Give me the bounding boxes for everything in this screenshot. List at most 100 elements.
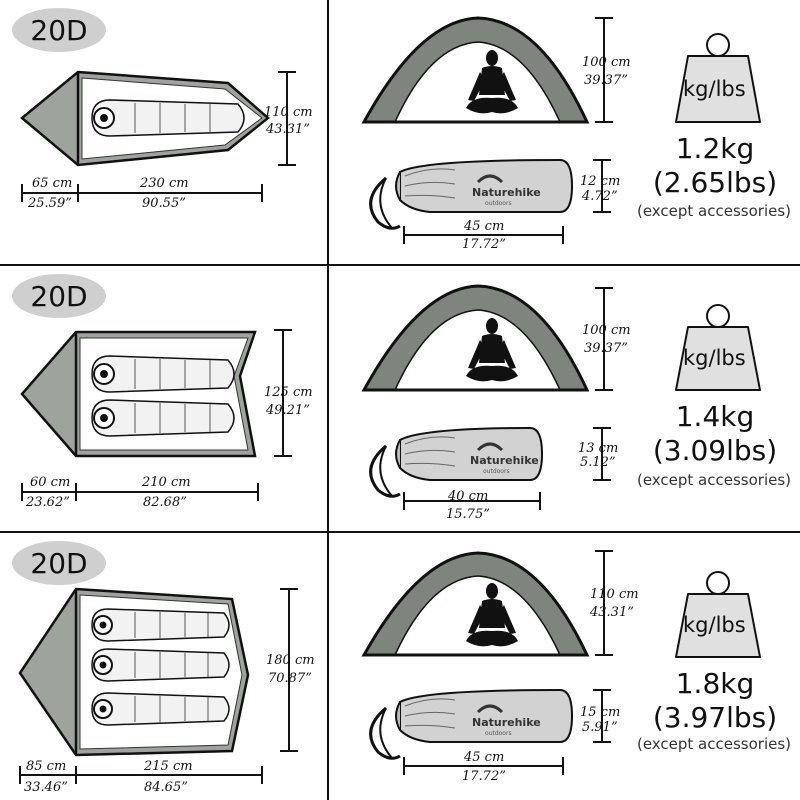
pack-length-in: 17.72” — [462, 237, 506, 252]
vestibule-depth-cm: 60 cm — [30, 475, 70, 490]
brand-logo-sub: outdoors — [483, 468, 510, 475]
floor-width-dimension — [278, 71, 296, 166]
pack-diameter-in: 5.12” — [580, 455, 616, 470]
vestibule-depth-in: 23.62” — [25, 495, 70, 510]
weight-lbs: (3.09lbs) — [652, 434, 778, 467]
weight-icon: kg/lbs — [675, 571, 761, 658]
row-1-drawings: 110 cm 43.31” 65 cm 25.59” 230 cm 90.55” — [20, 16, 761, 252]
floor-length-cm: 210 cm — [141, 475, 191, 490]
spec-row-1: 20D 110 cm 43.31” — [0, 0, 800, 266]
floor-length-cm: 230 cm — [139, 176, 189, 191]
sleeping-bag-icon — [91, 648, 230, 682]
vertical-divider — [327, 0, 329, 800]
sleeping-bag-icon — [91, 608, 230, 642]
weight-icon: kg/lbs — [675, 33, 761, 123]
floor-length-in: 84.65” — [144, 780, 188, 795]
vestibule-depth-in: 33.46” — [24, 780, 68, 795]
brand-logo-sub: outdoors — [485, 200, 512, 207]
tent-height-dimension — [595, 550, 613, 656]
sleeping-bag-icon — [91, 399, 235, 437]
pack-diameter-cm: 12 cm — [580, 174, 620, 189]
sleeping-bag-icon — [91, 355, 235, 393]
tent-height-dimension — [595, 287, 613, 391]
sleeping-bag-icon — [91, 692, 230, 726]
weight-lbs: (3.97lbs) — [652, 701, 778, 734]
pack-diameter-dimension — [593, 159, 611, 213]
pack-length-in: 15.75” — [446, 507, 490, 522]
pack-diameter-in: 4.72” — [581, 189, 618, 204]
vestibule-depth-cm: 65 cm — [32, 176, 72, 191]
floor-width-cm: 125 cm — [264, 385, 313, 400]
pack-length-cm: 45 cm — [463, 750, 504, 765]
floor-width-in: 49.21” — [265, 403, 310, 418]
meditating-person-icon — [466, 583, 518, 647]
pack-length-dimension — [403, 757, 564, 775]
weight-kg: 1.8kg — [675, 667, 755, 700]
tent-height-cm: 100 cm — [582, 55, 631, 70]
tent-floor-plan-icon — [20, 70, 270, 167]
row-divider-1 — [0, 264, 800, 266]
weight-note: (except accessories) — [636, 471, 792, 489]
spec-row-2: 20D — [0, 266, 800, 532]
weight-note: (except accessories) — [636, 202, 792, 220]
floor-width-in: 43.31” — [265, 122, 310, 137]
brand-logo: Naturehike — [472, 716, 541, 729]
weight-kg: 1.4kg — [675, 400, 755, 433]
brand-logo-sub: outdoors — [485, 730, 512, 737]
floor-length-in: 82.68” — [143, 495, 187, 510]
floor-width-cm: 110 cm — [264, 105, 313, 120]
row-divider-2 — [0, 531, 800, 533]
tent-height-in: 39.37” — [584, 341, 628, 356]
tent-floor-plan-icon — [18, 587, 250, 757]
floor-width-in: 70.87” — [268, 671, 312, 686]
weight-unit-label: kg/lbs — [683, 613, 746, 637]
meditating-person-icon — [466, 50, 518, 114]
floor-length-dimension — [21, 483, 259, 501]
pack-diameter-dimension — [593, 427, 611, 481]
tent-height-cm: 100 cm — [582, 323, 631, 338]
dome-tent-icon — [361, 16, 590, 124]
meditating-person-icon — [466, 318, 518, 382]
weight-unit-label: kg/lbs — [683, 77, 746, 101]
pack-diameter-cm: 13 cm — [578, 441, 618, 456]
stuff-sack-icon: Naturehike outdoors — [369, 158, 574, 230]
tent-floor-plan-icon — [20, 330, 257, 458]
floor-length-cm: 215 cm — [143, 759, 193, 774]
pack-length-in: 17.72” — [462, 769, 506, 784]
floor-width-dimension — [274, 329, 292, 457]
tent-height-in: 43.31” — [589, 605, 634, 620]
vestibule-depth-cm: 85 cm — [26, 759, 66, 774]
pack-diameter-in: 5.91” — [582, 720, 618, 735]
stuff-sack-icon: Naturehike outdoors — [369, 426, 544, 498]
row-3-drawings: 180 cm 70.87” 85 cm 33.46” 215 cm 84.65” — [18, 550, 761, 795]
floor-length-in: 90.55” — [142, 196, 186, 211]
fabric-badge: 20D — [12, 274, 106, 318]
fabric-badge: 20D — [12, 8, 106, 52]
weight-lbs: (2.65lbs) — [652, 166, 778, 199]
weight-icon: kg/lbs — [675, 304, 761, 391]
sleeping-bag-icon — [91, 99, 245, 137]
pack-diameter-dimension — [593, 689, 611, 743]
brand-logo: Naturehike — [470, 454, 539, 467]
tent-height-in: 39.37” — [584, 73, 628, 88]
tent-height-cm: 110 cm — [590, 587, 639, 602]
row-2-drawings: 125 cm 49.21” 60 cm 23.62” 210 cm 82.68” — [20, 284, 761, 522]
floor-length-dimension — [19, 766, 263, 784]
vestibule-depth-in: 25.59” — [27, 196, 72, 211]
weight-note: (except accessories) — [636, 735, 792, 753]
floor-width-dimension — [280, 588, 298, 752]
weight-unit-label: kg/lbs — [683, 346, 746, 370]
pack-length-dimension — [403, 226, 564, 244]
spec-row-3: 20D — [0, 533, 800, 799]
weight-kg: 1.2kg — [675, 132, 755, 165]
pack-diameter-cm: 15 cm — [580, 705, 620, 720]
pack-length-dimension — [403, 492, 541, 510]
floor-length-dimension — [21, 184, 263, 202]
pack-length-cm: 40 cm — [447, 489, 488, 504]
floor-width-cm: 180 cm — [266, 653, 315, 668]
tent-height-dimension — [595, 17, 613, 123]
brand-logo: Naturehike — [472, 186, 541, 199]
pack-length-cm: 45 cm — [463, 219, 504, 234]
stuff-sack-icon: Naturehike outdoors — [369, 688, 574, 760]
fabric-badge: 20D — [12, 541, 106, 585]
